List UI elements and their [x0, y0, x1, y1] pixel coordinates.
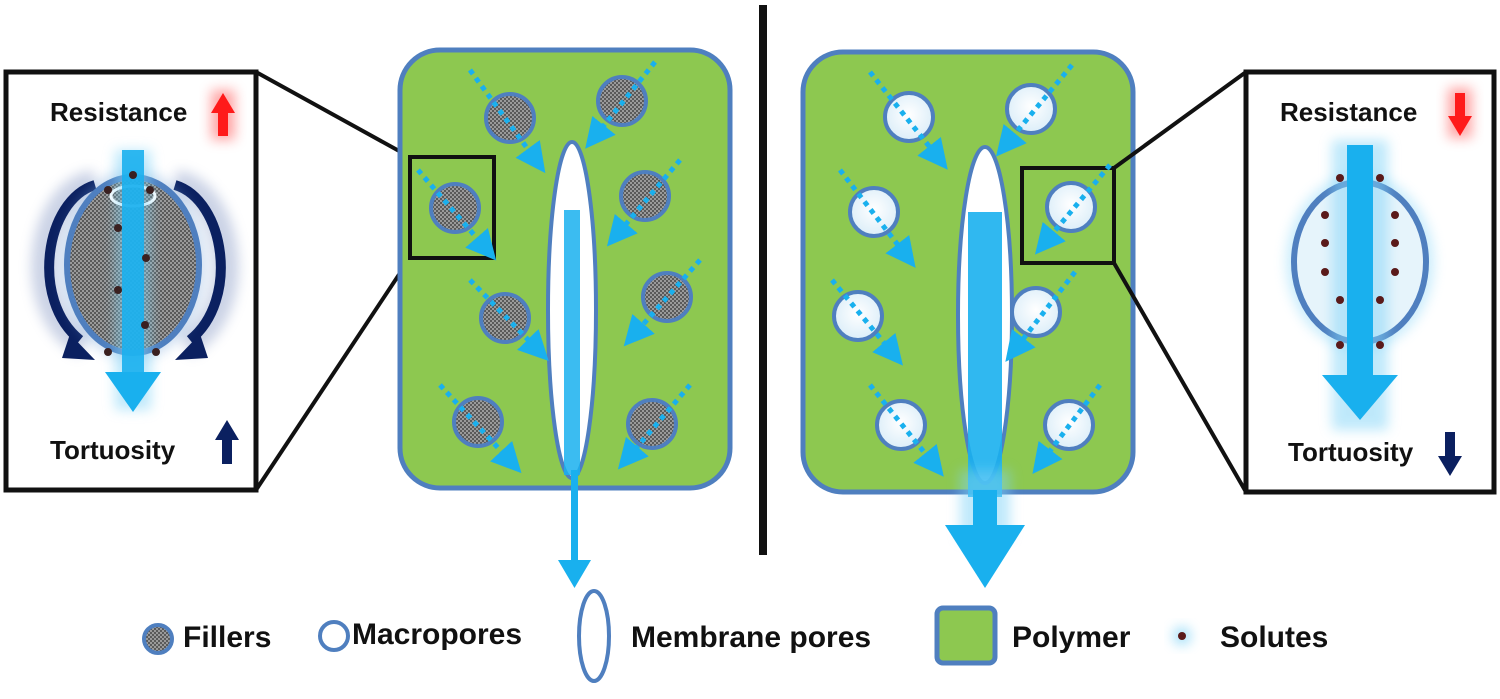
resistance-up-arrow-icon [211, 90, 235, 140]
legend-polymer-icon [934, 605, 998, 666]
solute-paths-left [416, 60, 702, 474]
left-resistance-label: Resistance [50, 97, 188, 127]
legend-solutes-label: Solutes [1220, 621, 1329, 654]
legend-macropores-label: Macropores [352, 618, 523, 651]
legend-solute-icon [1173, 627, 1191, 645]
legend-membrane-pore-icon [577, 589, 611, 683]
solutes-left-inset [104, 171, 160, 356]
left-inset [3, 69, 412, 493]
solutes-right-inset [1321, 174, 1399, 349]
tortuosity-up-arrow-icon [215, 420, 239, 464]
flow-arrow-left-inset [105, 150, 161, 412]
membrane-pore-right [945, 145, 1025, 588]
right-resistance-label: Resistance [1280, 97, 1418, 127]
solute-paths-right [830, 63, 1112, 477]
tortuosity-down-arrow-icon [1438, 432, 1462, 476]
legend-macropore-icon [318, 620, 350, 652]
legend [142, 589, 1191, 683]
right-inset [1112, 69, 1497, 495]
right-membrane [800, 49, 1136, 588]
left-membrane [397, 47, 733, 588]
membrane-pore-left [546, 140, 598, 588]
resistance-down-arrow-icon [1448, 88, 1472, 138]
legend-polymer-label: Polymer [1012, 621, 1131, 654]
right-tortuosity-label: Tortuosity [1288, 437, 1414, 467]
flow-arrow-right-inset [1322, 140, 1398, 430]
legend-membrane-pores-label: Membrane pores [631, 621, 872, 654]
legend-fillers-label: Fillers [183, 621, 272, 654]
detour-arrows-icon [31, 170, 239, 360]
legend-filler-icon [142, 623, 174, 655]
left-tortuosity-label: Tortuosity [50, 435, 176, 465]
